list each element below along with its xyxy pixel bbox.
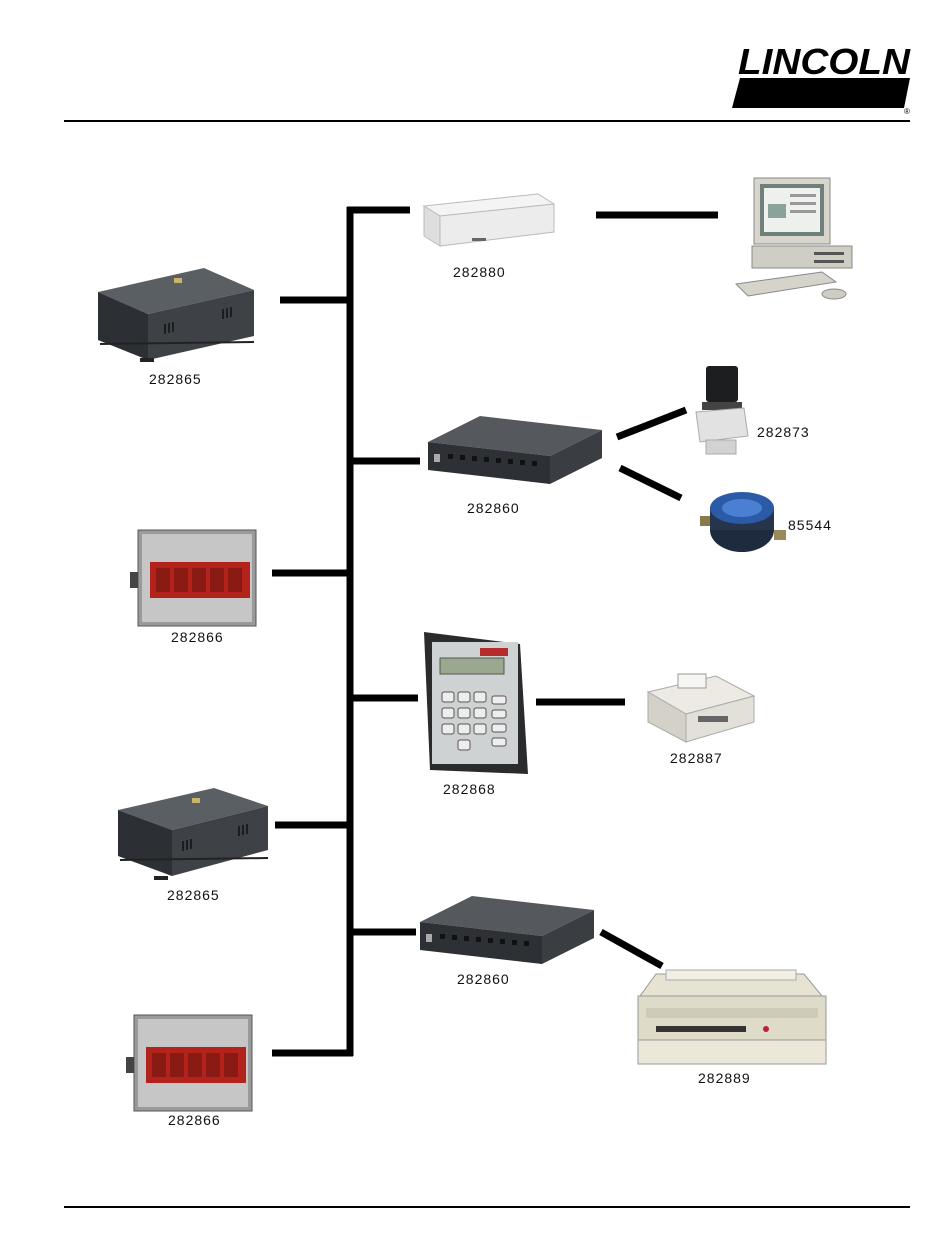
part-number-282865-bottom: 282865 [167,887,220,903]
part-number-282868: 282868 [443,781,496,797]
control-box-icon [114,786,274,886]
dot-matrix-printer-icon [636,968,832,1068]
ticket-printer-icon [646,670,756,746]
solenoid-valve-icon [692,364,752,456]
link-hub1-meter [620,468,681,498]
led-display-icon [130,528,260,628]
network-hub-icon [426,414,604,486]
part-number-282866-top: 282866 [171,629,224,645]
part-number-282866-bottom: 282866 [168,1112,221,1128]
keypad-terminal-icon [420,630,530,778]
part-number-282860-bottom: 282860 [457,971,510,987]
part-number-282887: 282887 [670,750,723,766]
led-display-icon [126,1013,256,1113]
flow-meter-icon [700,486,786,556]
part-number-282880: 282880 [453,264,506,280]
part-number-282873: 282873 [757,424,810,440]
part-number-282860-top: 282860 [467,500,520,516]
link-hub2-printer [601,932,662,966]
part-number-85544: 85544 [788,517,832,533]
desktop-computer-icon [732,176,862,302]
control-box-icon [94,262,264,372]
link-hub1-valve [617,410,686,437]
part-number-282889: 282889 [698,1070,751,1086]
network-hub-icon [418,894,596,966]
part-number-282865-top: 282865 [149,371,202,387]
modem-icon [418,192,558,252]
